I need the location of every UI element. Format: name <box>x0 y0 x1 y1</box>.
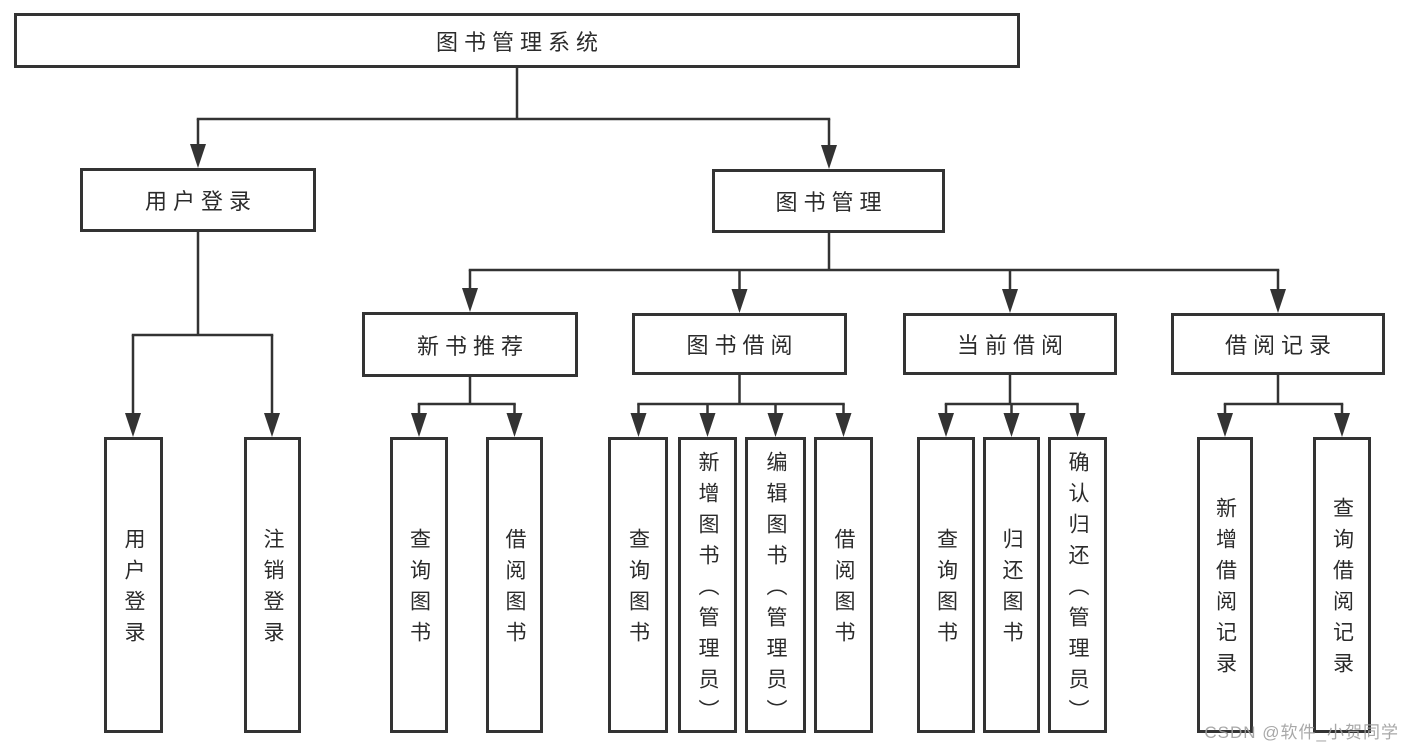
connector-current-borrow-to-children <box>938 373 1086 437</box>
node-current-borrow-label: 当前借阅 <box>956 333 1069 358</box>
leaf-borrow-books-recommend: 借阅图书 <box>486 437 543 733</box>
arrowhead <box>190 144 206 168</box>
arrowhead <box>1003 413 1020 437</box>
arrowhead <box>699 413 716 437</box>
leaf-query-books-recommend: 查询图书 <box>390 437 448 733</box>
leaf-user-login-label: 用户登录 <box>122 528 145 652</box>
leaf-user-login: 用户登录 <box>104 437 163 733</box>
leaf-query-books-current-label: 查询图书 <box>934 528 958 652</box>
arrowhead <box>630 413 647 437</box>
node-borrow-records-label: 借阅记录 <box>1224 333 1337 358</box>
arrowhead <box>1270 289 1286 313</box>
arrowhead <box>462 288 478 312</box>
arrowhead <box>821 145 837 169</box>
node-library-system: 图书管理系统 <box>14 13 1020 68</box>
node-new-book-recommend: 新书推荐 <box>362 312 578 377</box>
node-library-system-label: 图书管理系统 <box>435 29 604 55</box>
csdn-watermark: CSDN @软件_小贺同学 <box>1204 723 1399 742</box>
arrowhead <box>1217 413 1233 437</box>
node-user-login: 用户登录 <box>80 168 316 232</box>
leaf-borrow-books-label: 借阅图书 <box>832 528 855 652</box>
leaf-return-books-label: 归还图书 <box>1000 528 1023 652</box>
leaf-logout-label: 注销登录 <box>261 528 284 652</box>
arrowhead <box>125 413 141 437</box>
connector-new-book-recommend-to-children <box>411 376 523 437</box>
connector-book-management-to-level3 <box>462 232 1286 313</box>
node-book-management: 图书管理 <box>712 169 945 233</box>
leaf-borrow-books: 借阅图书 <box>814 437 873 733</box>
arrowhead <box>1069 413 1086 437</box>
leaf-query-books-borrow-label: 查询图书 <box>626 528 650 652</box>
leaf-query-borrow-record-label: 查询借阅记录 <box>1330 497 1354 683</box>
node-book-borrow: 图书借阅 <box>632 313 847 375</box>
leaf-confirm-return-admin-label: 确认归还（管理员） <box>1066 450 1089 730</box>
leaf-logout: 注销登录 <box>244 437 301 733</box>
connector-root-to-level2 <box>190 67 837 169</box>
connector-user-login-to-children <box>125 231 280 437</box>
node-borrow-records: 借阅记录 <box>1171 313 1385 375</box>
leaf-query-books-recommend-label: 查询图书 <box>407 528 431 652</box>
connector-book-borrow-to-children <box>630 373 852 437</box>
node-new-book-recommend-label: 新书推荐 <box>416 333 529 359</box>
arrowhead <box>731 289 748 313</box>
arrowhead <box>835 413 852 437</box>
node-book-management-label: 图书管理 <box>775 190 888 215</box>
leaf-borrow-books-recommend-label: 借阅图书 <box>503 528 526 652</box>
connector-borrow-records-to-children <box>1217 373 1350 437</box>
node-book-borrow-label: 图书借阅 <box>686 333 799 358</box>
leaf-query-books-current: 查询图书 <box>917 437 975 733</box>
leaf-edit-books-admin-label: 编辑图书（管理员） <box>764 450 787 730</box>
leaf-query-books-borrow: 查询图书 <box>608 437 668 733</box>
node-current-borrow: 当前借阅 <box>903 313 1117 375</box>
arrowhead <box>1002 289 1018 313</box>
leaf-add-books-admin-label: 新增图书（管理员） <box>696 450 719 730</box>
arrowhead <box>1334 413 1350 437</box>
node-user-login-label: 用户登录 <box>144 189 257 214</box>
leaf-edit-books-admin: 编辑图书（管理员） <box>745 437 806 733</box>
arrowhead <box>767 413 784 437</box>
arrowhead <box>506 413 523 437</box>
leaf-add-books-admin: 新增图书（管理员） <box>678 437 737 733</box>
leaf-query-borrow-record: 查询借阅记录 <box>1313 437 1371 733</box>
leaf-add-borrow-record-label: 新增借阅记录 <box>1213 497 1237 683</box>
arrowhead <box>938 413 954 437</box>
leaf-add-borrow-record: 新增借阅记录 <box>1197 437 1253 733</box>
arrowhead <box>264 413 280 437</box>
leaf-return-books: 归还图书 <box>983 437 1040 733</box>
arrowhead <box>411 413 427 437</box>
leaf-confirm-return-admin: 确认归还（管理员） <box>1048 437 1107 733</box>
